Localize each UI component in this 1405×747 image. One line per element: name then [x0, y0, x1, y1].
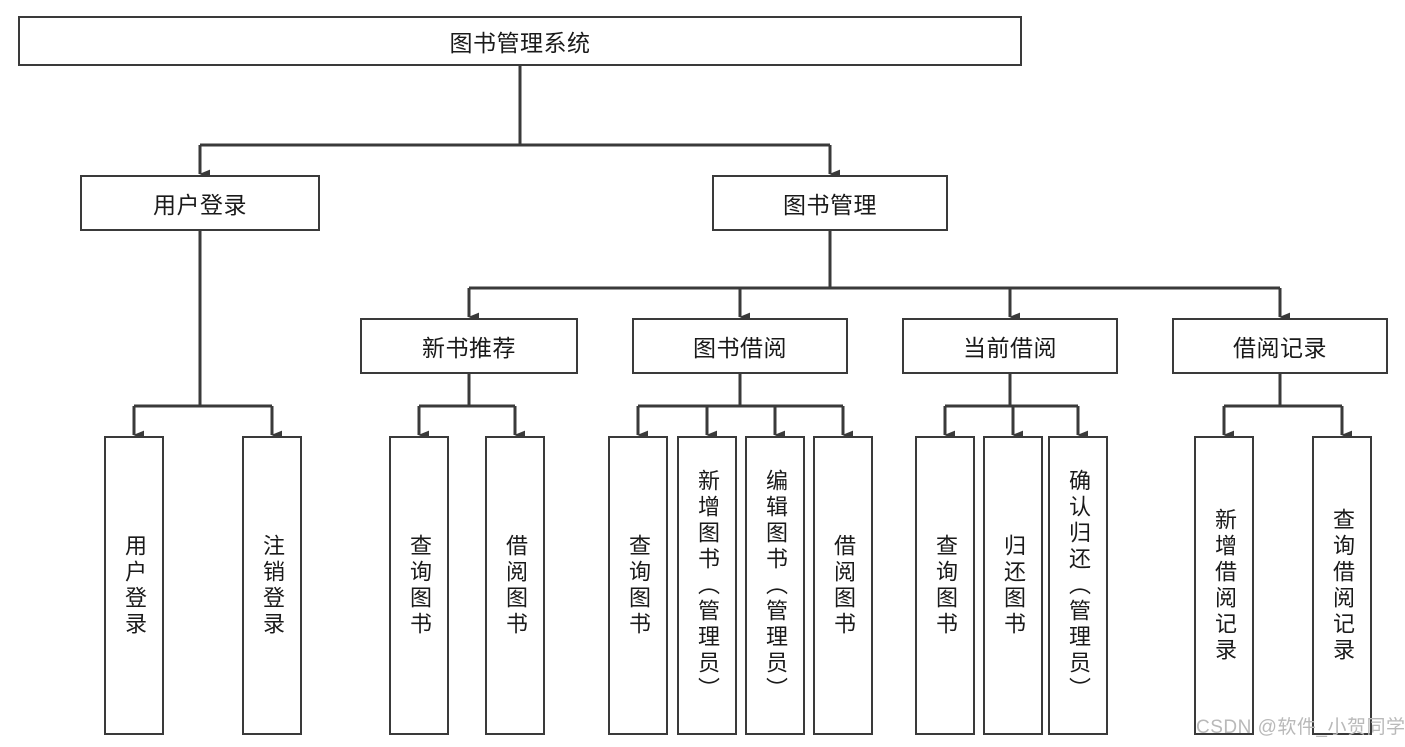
- node-leaf-borrow-book-rec-label: 借阅图书: [503, 533, 528, 638]
- node-leaf-edit-book-label: 编辑图书（管理员）: [763, 468, 788, 703]
- node-current-borrow-label: 当前借阅: [963, 335, 1057, 361]
- node-leaf-user-logout-label: 注销登录: [260, 533, 285, 638]
- node-leaf-query-book-cb[interactable]: 查询图书: [915, 436, 975, 735]
- node-book-borrow[interactable]: 图书借阅: [632, 318, 848, 374]
- node-borrow-record[interactable]: 借阅记录: [1172, 318, 1388, 374]
- node-new-book-recommend-label: 新书推荐: [422, 335, 516, 361]
- node-leaf-edit-book[interactable]: 编辑图书（管理员）: [745, 436, 805, 735]
- node-leaf-user-login-label: 用户登录: [122, 533, 147, 638]
- node-leaf-user-login[interactable]: 用户登录: [104, 436, 164, 735]
- node-leaf-query-book-cb-label: 查询图书: [933, 533, 958, 638]
- node-leaf-query-book-rec[interactable]: 查询图书: [389, 436, 449, 735]
- node-leaf-add-record-label: 新增借阅记录: [1212, 507, 1237, 664]
- node-leaf-confirm-return[interactable]: 确认归还（管理员）: [1048, 436, 1108, 735]
- node-leaf-return-book-label: 归还图书: [1001, 533, 1026, 638]
- node-new-book-recommend[interactable]: 新书推荐: [360, 318, 578, 374]
- node-leaf-query-book-bb-label: 查询图书: [626, 533, 651, 638]
- node-book-manage-label: 图书管理: [783, 192, 877, 218]
- node-borrow-record-label: 借阅记录: [1233, 335, 1327, 361]
- node-current-borrow[interactable]: 当前借阅: [902, 318, 1118, 374]
- node-leaf-add-book[interactable]: 新增图书（管理员）: [677, 436, 737, 735]
- node-user-login[interactable]: 用户登录: [80, 175, 320, 231]
- node-root[interactable]: 图书管理系统: [18, 16, 1022, 66]
- node-leaf-borrow-book-rec[interactable]: 借阅图书: [485, 436, 545, 735]
- watermark-text: CSDN @软件_小贺同学: [1196, 717, 1405, 738]
- node-book-manage[interactable]: 图书管理: [712, 175, 948, 231]
- node-book-borrow-label: 图书借阅: [693, 335, 787, 361]
- node-leaf-query-book-rec-label: 查询图书: [407, 533, 432, 638]
- node-leaf-return-book[interactable]: 归还图书: [983, 436, 1043, 735]
- node-leaf-borrow-book-bb-label: 借阅图书: [831, 533, 856, 638]
- node-root-label: 图书管理系统: [449, 30, 591, 56]
- node-leaf-add-book-label: 新增图书（管理员）: [695, 468, 720, 703]
- node-leaf-add-record[interactable]: 新增借阅记录: [1194, 436, 1254, 735]
- node-leaf-query-record[interactable]: 查询借阅记录: [1312, 436, 1372, 735]
- node-leaf-query-record-label: 查询借阅记录: [1330, 507, 1355, 664]
- node-user-login-label: 用户登录: [153, 192, 247, 218]
- node-leaf-borrow-book-bb[interactable]: 借阅图书: [813, 436, 873, 735]
- node-leaf-user-logout[interactable]: 注销登录: [242, 436, 302, 735]
- node-leaf-query-book-bb[interactable]: 查询图书: [608, 436, 668, 735]
- node-leaf-confirm-return-label: 确认归还（管理员）: [1066, 468, 1091, 703]
